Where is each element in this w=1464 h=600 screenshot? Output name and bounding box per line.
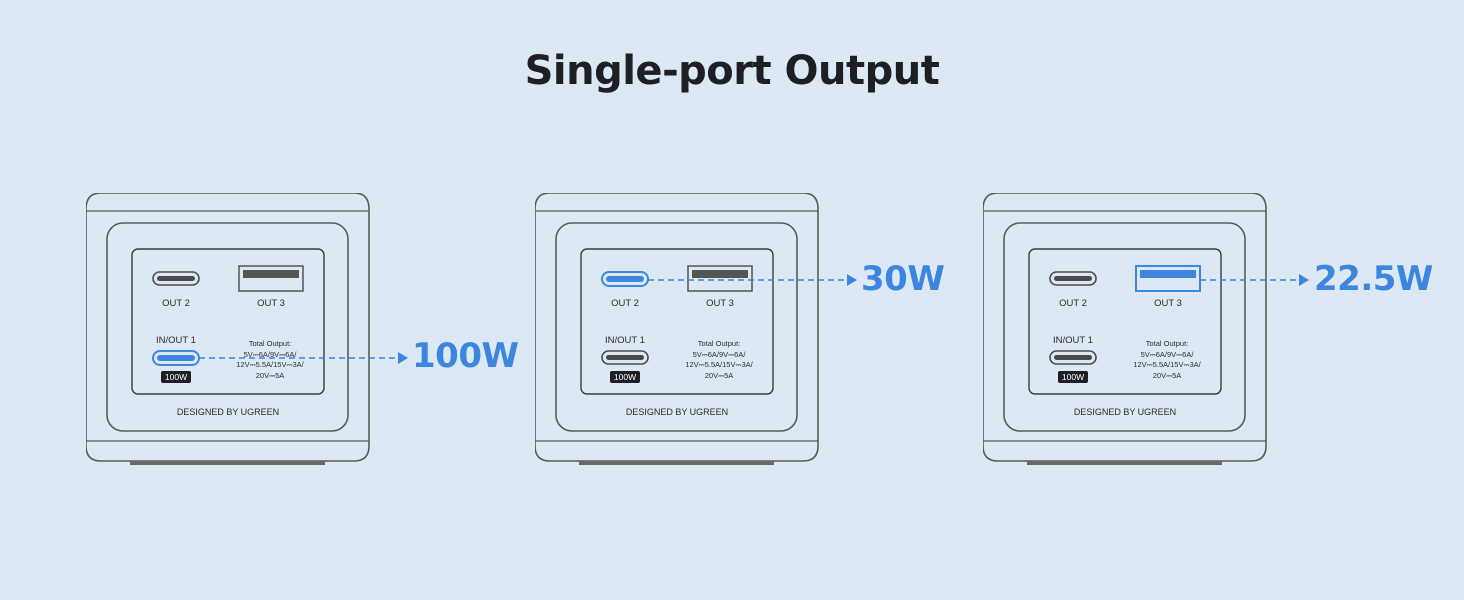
output-wattage: 22.5W xyxy=(1314,259,1433,299)
charger-body-outline xyxy=(983,193,1309,465)
output-wattage: 100W xyxy=(412,336,519,376)
out3-port xyxy=(1135,265,1201,292)
charger-device-3: OUT 2 OUT 3 IN/OUT 1 100W Total Output: … xyxy=(983,193,1453,473)
out2-port xyxy=(1049,271,1097,286)
port-rating-badge: 100W xyxy=(161,371,191,383)
out3-port xyxy=(238,265,304,292)
out3-label: OUT 3 xyxy=(706,298,734,309)
out2-label: OUT 2 xyxy=(162,298,190,309)
port-rating-badge: 100W xyxy=(1058,371,1088,383)
out2-port xyxy=(601,271,649,287)
output-wattage: 30W xyxy=(861,259,945,299)
charger-device-2: OUT 2 OUT 3 IN/OUT 1 100W Total Output: … xyxy=(535,193,1005,473)
out2-label: OUT 2 xyxy=(1059,298,1087,309)
port-rating-badge: 100W xyxy=(610,371,640,383)
inout1-port xyxy=(1049,350,1097,365)
page-title: Single-port Output xyxy=(524,48,940,94)
out3-label: OUT 3 xyxy=(257,298,285,309)
total-output-spec: Total Output: 5V⎓6A/9V⎓6A/ 12V⎓5.5A/15V⎓… xyxy=(236,339,304,380)
inout1-label: IN/OUT 1 xyxy=(1053,335,1093,346)
total-output-spec: Total Output: 5V⎓6A/9V⎓6A/ 12V⎓5.5A/15V⎓… xyxy=(685,339,753,380)
charger-body-outline xyxy=(86,193,408,465)
out3-label: OUT 3 xyxy=(1154,298,1182,309)
charger-device-1: OUT 2 OUT 3 IN/OUT 1 100W Total Output: … xyxy=(86,193,556,473)
inout1-label: IN/OUT 1 xyxy=(605,335,645,346)
charger-body-outline xyxy=(535,193,857,465)
out2-label: OUT 2 xyxy=(611,298,639,309)
total-output-spec: Total Output: 5V⎓6A/9V⎓6A/ 12V⎓5.5A/15V⎓… xyxy=(1133,339,1201,380)
inout1-port xyxy=(601,350,649,365)
designed-by-label: DESIGNED BY UGREEN xyxy=(176,407,280,417)
out2-port xyxy=(152,271,200,286)
out3-port xyxy=(687,265,753,292)
designed-by-label: DESIGNED BY UGREEN xyxy=(1073,407,1177,417)
inout1-label: IN/OUT 1 xyxy=(156,335,196,346)
designed-by-label: DESIGNED BY UGREEN xyxy=(625,407,729,417)
